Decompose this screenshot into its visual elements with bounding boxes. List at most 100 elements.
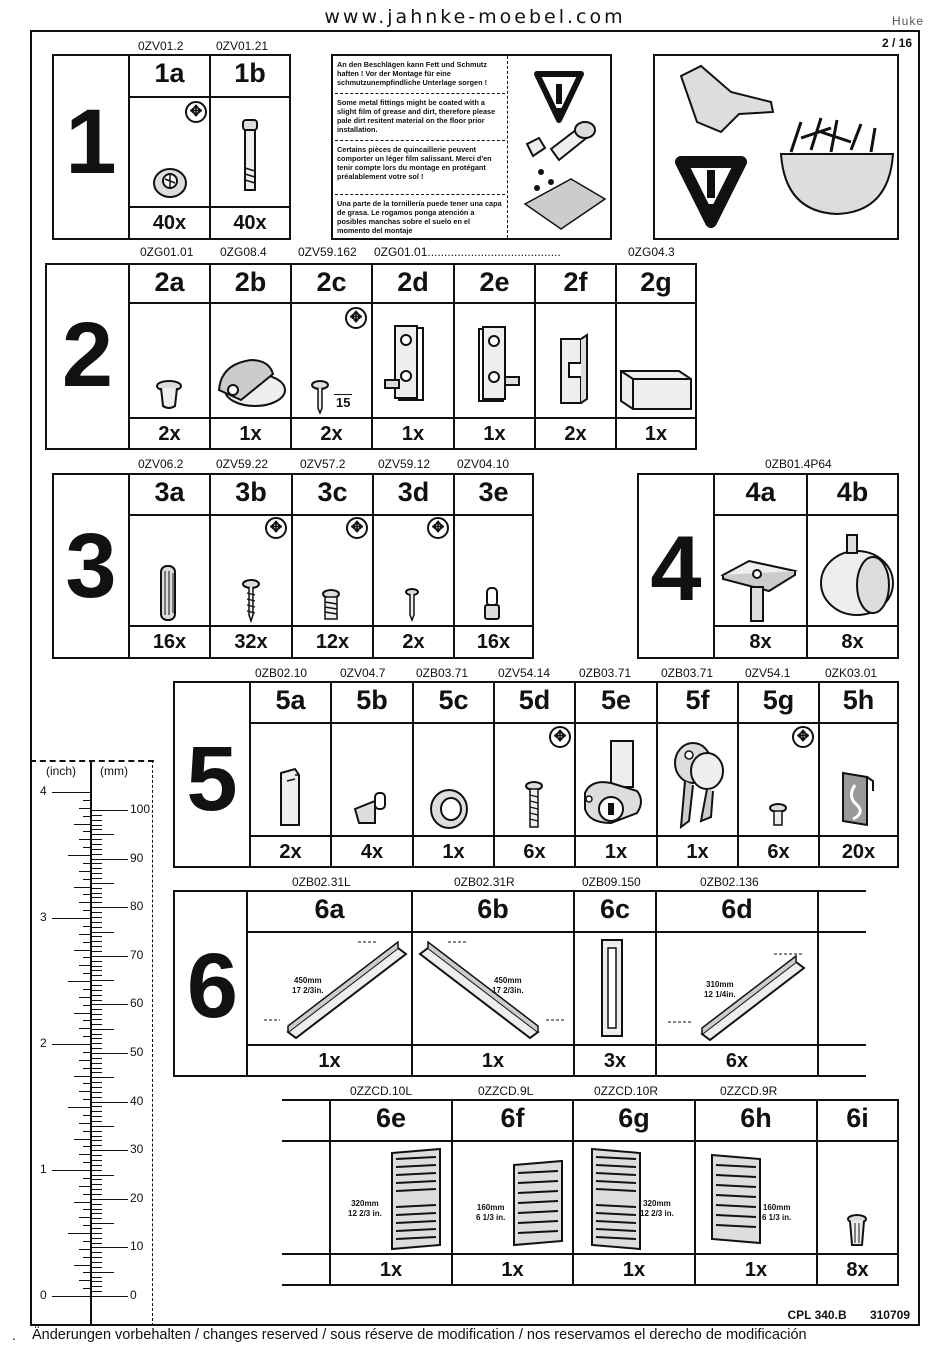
drawer-runner-icon bbox=[668, 953, 806, 1042]
inch-minor-tick bbox=[79, 902, 90, 904]
inch-tick-label: 4 bbox=[40, 784, 47, 798]
mm-tick-label: 70 bbox=[130, 947, 144, 962]
footer-bullet: . bbox=[12, 1327, 16, 1343]
mm-minor-tick bbox=[90, 1082, 102, 1084]
wood-screw-icon bbox=[311, 380, 329, 416]
part-qty-6b: 1x bbox=[481, 1050, 505, 1072]
part-qty-6e: 1x bbox=[379, 1259, 403, 1281]
mm-minor-tick bbox=[90, 844, 102, 846]
inch-minor-tick bbox=[83, 925, 90, 927]
part-qty-2b: 1x bbox=[239, 423, 262, 445]
mm-minor-tick bbox=[90, 931, 114, 933]
section-4-table: 4 4a 4b 8x 8x bbox=[637, 473, 899, 659]
part-code-6e: 0ZZCD.10L bbox=[350, 1084, 413, 1098]
mm-minor-tick bbox=[90, 1062, 102, 1064]
inch-minor-tick bbox=[74, 1264, 90, 1266]
mm-minor-tick bbox=[90, 916, 102, 918]
inch-minor-tick bbox=[83, 1256, 90, 1258]
mm-tick bbox=[90, 810, 128, 811]
mm-minor-tick bbox=[90, 887, 102, 889]
website-url: www.jahnke-moebel.com bbox=[324, 6, 626, 28]
part-label-5f: 5f bbox=[685, 685, 710, 715]
mm-minor-tick bbox=[90, 1227, 102, 1229]
warning-box: An den Beschlägen kann Fett und Schmutz … bbox=[331, 54, 612, 240]
inch-minor-tick bbox=[79, 965, 90, 967]
mm-minor-tick bbox=[90, 1261, 102, 1263]
mm-minor-tick bbox=[90, 1276, 102, 1278]
inch-tick-label: 0 bbox=[40, 1288, 47, 1302]
mm-minor-tick bbox=[90, 1091, 102, 1093]
mm-minor-tick bbox=[90, 878, 102, 880]
bracket-clip-icon bbox=[560, 333, 588, 404]
cabinet-lock-icon bbox=[584, 740, 642, 825]
part-label-6h: 6h bbox=[740, 1103, 772, 1133]
mm-minor-tick bbox=[90, 824, 102, 826]
castor-wheel-icon bbox=[820, 534, 894, 616]
part-code-5a: 0ZB02.10 bbox=[255, 666, 308, 680]
part-label-3e: 3e bbox=[478, 477, 509, 507]
screwdriver-icon: ✥ bbox=[792, 726, 814, 748]
inch-minor-tick bbox=[83, 1114, 90, 1116]
part-label-6d: 6d bbox=[721, 894, 753, 924]
mm-minor-tick bbox=[90, 839, 102, 841]
section-6-number: 6 bbox=[186, 935, 239, 1037]
screw-icon bbox=[525, 781, 543, 828]
part-qty-3c: 12x bbox=[315, 631, 350, 653]
part-qty-5g: 6x bbox=[767, 841, 790, 863]
part-code-6g: 0ZZCD.10R bbox=[594, 1084, 659, 1098]
inch-minor-tick bbox=[83, 1083, 90, 1085]
part-label-2g: 2g bbox=[640, 267, 672, 297]
inch-minor-tick bbox=[68, 855, 90, 856]
inch-unit-label: (inch) bbox=[46, 764, 77, 778]
mm-minor-tick bbox=[90, 960, 102, 962]
mm-minor-tick bbox=[90, 989, 102, 991]
part-label-3a: 3a bbox=[154, 477, 185, 507]
runner-dimension-6a: 450mm 17 2/3in. bbox=[292, 976, 324, 995]
mm-tick bbox=[90, 1053, 128, 1054]
part-qty-2a: 2x bbox=[158, 423, 181, 445]
section-6-number-box: 6 bbox=[173, 890, 248, 1077]
part-label-5a: 5a bbox=[275, 685, 306, 715]
door-catch-icon bbox=[217, 358, 286, 407]
part-qty-3d: 2x bbox=[402, 631, 425, 653]
inch-minor-tick bbox=[83, 815, 90, 817]
part-qty-5b: 4x bbox=[360, 841, 384, 863]
mm-minor-tick bbox=[90, 1266, 102, 1268]
mm-minor-tick bbox=[90, 1018, 102, 1020]
euro-screw-icon bbox=[322, 589, 340, 620]
mm-tick-label: 60 bbox=[130, 996, 144, 1011]
mm-minor-tick bbox=[90, 1125, 114, 1127]
mm-minor-tick bbox=[90, 950, 102, 952]
part-label-2a: 2a bbox=[154, 267, 185, 297]
part-code-2b: 0ZG08.4 bbox=[220, 245, 267, 259]
part-code-1b: 0ZV01.21 bbox=[216, 39, 269, 53]
part-code-6f: 0ZZCD.9L bbox=[478, 1084, 534, 1098]
mm-minor-tick bbox=[90, 1028, 114, 1030]
mm-minor-tick bbox=[90, 897, 102, 899]
mm-minor-tick bbox=[90, 1164, 102, 1166]
inch-tick bbox=[52, 1044, 90, 1045]
part-label-6f: 6f bbox=[500, 1103, 525, 1133]
inch-minor-tick bbox=[83, 1004, 90, 1006]
inch-minor-tick bbox=[68, 1107, 90, 1108]
part-qty-3b: 32x bbox=[234, 631, 268, 653]
part-code-2d: 0ZG01.01................................… bbox=[374, 245, 561, 259]
duct-dimension-6g: 320mm 12 2/3 in. bbox=[640, 1199, 674, 1218]
part-qty-6i: 8x bbox=[846, 1259, 869, 1281]
wood-screw-icon bbox=[242, 579, 260, 624]
screw-length: 15 bbox=[334, 394, 353, 410]
inch-minor-tick bbox=[83, 1020, 90, 1022]
part-code-5g: 0ZV54.1 bbox=[745, 666, 791, 680]
warning-text-de: An den Beschlägen kann Fett und Schmutz … bbox=[337, 60, 488, 87]
brand-name: Huke bbox=[891, 14, 924, 28]
inch-minor-tick bbox=[83, 957, 90, 959]
part-label-1a: 1a bbox=[154, 58, 185, 88]
part-label-2e: 2e bbox=[479, 267, 510, 297]
inch-minor-tick bbox=[79, 807, 90, 809]
part-code-6d: 0ZB02.136 bbox=[700, 875, 759, 889]
mm-tick bbox=[90, 858, 128, 860]
inch-minor-tick bbox=[83, 988, 90, 990]
cable-duct-right-icon bbox=[711, 1153, 761, 1245]
part-label-5g: 5g bbox=[762, 685, 795, 715]
